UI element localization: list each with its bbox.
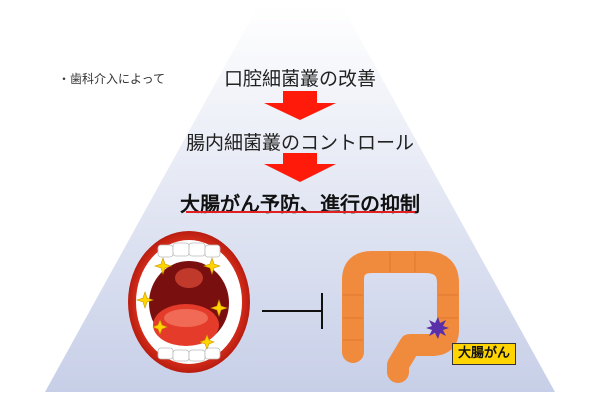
sparkle-icon xyxy=(199,334,215,350)
sparkle-icon xyxy=(136,291,154,309)
sparkle-icon xyxy=(210,299,228,317)
step-oral-flora: 口腔細菌叢の改善 xyxy=(223,68,376,90)
colon-segments xyxy=(343,252,458,341)
sparkle-icon xyxy=(152,319,168,335)
mouth-illustration xyxy=(128,231,250,373)
step-gut-flora: 腸内細菌叢のコントロール xyxy=(185,132,414,154)
colon-illustration xyxy=(342,251,459,383)
rectum xyxy=(388,366,406,378)
down-arrow-1 xyxy=(264,91,336,120)
sparkle-icon xyxy=(203,257,221,275)
intervention-note: ・歯科介入によって xyxy=(58,72,166,86)
colon-cancer-label: 大腸がん xyxy=(452,343,517,365)
sparkle-icon xyxy=(154,257,172,275)
down-arrow-2 xyxy=(264,153,336,182)
tumor-icon xyxy=(426,317,449,339)
inhibition-symbol xyxy=(262,293,323,329)
emphasis-underline xyxy=(186,211,415,213)
